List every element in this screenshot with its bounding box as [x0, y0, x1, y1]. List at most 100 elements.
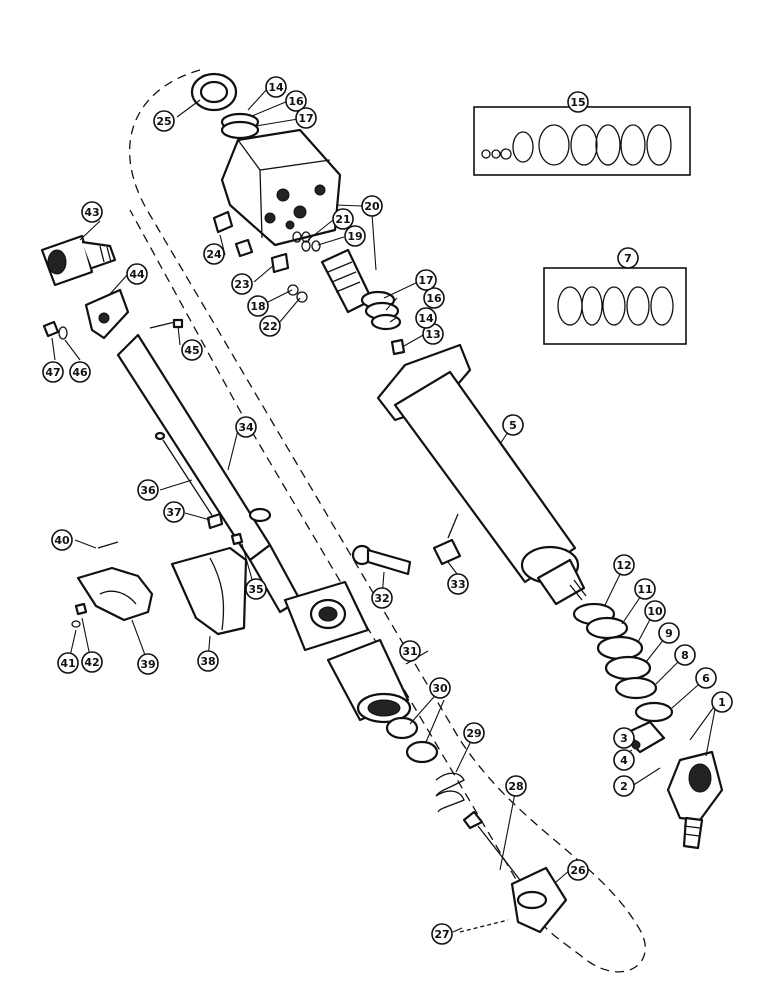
callout-number: 11 [637, 583, 652, 596]
callout-40: 40 [51, 529, 73, 551]
seal-kit-box-15 [473, 106, 691, 176]
end-plug [459, 866, 568, 934]
cylinder-barrel [376, 343, 587, 606]
callout-number: 25 [156, 115, 171, 128]
callout-17-lower: 17 [415, 269, 437, 291]
seal-kit-box-7 [543, 267, 687, 345]
callout-number: 45 [184, 344, 199, 357]
callout-number: 27 [434, 928, 449, 941]
callout-20: 20 [361, 195, 383, 217]
callout-16-lower: 16 [423, 287, 445, 309]
callout-number: 47 [45, 366, 60, 379]
callout-3: 3 [613, 727, 635, 749]
callout-number: 29 [466, 727, 481, 740]
valve-housing [190, 72, 342, 247]
callout-26: 26 [567, 859, 589, 881]
rod-end-assembly [620, 720, 724, 850]
leader-lines [51, 87, 717, 933]
callout-35: 35 [245, 578, 267, 600]
callout-number: 34 [238, 421, 254, 434]
callout-29: 29 [463, 722, 485, 744]
callout-18: 18 [247, 295, 269, 317]
sleeve-tube [326, 638, 412, 724]
callout-30: 30 [429, 677, 451, 699]
callout-41: 41 [57, 652, 79, 674]
callout-37: 37 [163, 501, 185, 523]
callout-number: 16 [288, 95, 304, 108]
callout-15: 15 [567, 91, 589, 113]
callout-number: 10 [647, 605, 663, 618]
callout-44: 44 [126, 263, 148, 285]
callout-number: 39 [140, 658, 155, 671]
clamp-halves [71, 541, 248, 636]
callout-number: 5 [509, 419, 517, 432]
callout-number: 38 [200, 655, 215, 668]
piston-seal-stack [572, 602, 674, 723]
callout-4: 4 [613, 749, 635, 771]
callout-1: 1 [711, 691, 733, 713]
callout-17-top: 17 [295, 107, 317, 129]
callout-23: 23 [231, 273, 253, 295]
small-valve-parts [212, 210, 321, 303]
callout-number: 6 [702, 672, 710, 685]
callout-number: 1 [718, 696, 726, 709]
tie-bolt-and-hardware [149, 318, 244, 546]
callout-number: 2 [620, 780, 628, 793]
callout-number: 35 [248, 583, 263, 596]
callout-5: 5 [502, 414, 524, 436]
nut-and-washer [42, 320, 68, 340]
callout-47: 47 [42, 361, 64, 383]
callout-number: 17 [298, 112, 313, 125]
callout-11: 11 [634, 578, 656, 600]
callout-number: 17 [418, 274, 433, 287]
ball-socket-end [40, 234, 117, 287]
callout-number: 30 [432, 682, 448, 695]
callout-45: 45 [181, 339, 203, 361]
callout-42: 42 [81, 651, 103, 673]
callout-number: 40 [54, 534, 70, 547]
callout-number: 32 [374, 592, 389, 605]
callout-16-top: 16 [285, 90, 307, 112]
callout-number: 14 [268, 81, 284, 94]
spring-seats [385, 716, 439, 764]
callout-33: 33 [447, 573, 469, 595]
callout-27: 27 [431, 923, 453, 945]
callout-number: 15 [570, 96, 585, 109]
callout-number: 4 [620, 754, 628, 767]
callout-39: 39 [137, 653, 159, 675]
callout-number: 8 [681, 649, 689, 662]
callout-number: 20 [364, 200, 380, 213]
callout-25: 25 [153, 110, 175, 132]
callout-32: 32 [371, 587, 393, 609]
adjusting-rod [462, 810, 521, 881]
callout-36: 36 [137, 479, 159, 501]
callout-number: 44 [129, 268, 145, 281]
callout-number: 16 [426, 292, 442, 305]
callout-number: 23 [234, 278, 249, 291]
callout-number: 33 [450, 578, 465, 591]
callout-14-top: 14 [265, 76, 287, 98]
callout-number: 12 [616, 559, 631, 572]
callout-number: 22 [262, 320, 277, 333]
callout-number: 13 [425, 328, 440, 341]
callout-13: 13 [422, 323, 444, 345]
callout-number: 36 [140, 484, 156, 497]
callout-21: 21 [332, 208, 354, 230]
callout-9: 9 [658, 622, 680, 644]
callout-43: 43 [81, 201, 103, 223]
callout-number: 42 [84, 656, 99, 669]
callout-14-lower: 14 [415, 307, 437, 329]
callout-46: 46 [69, 361, 91, 383]
callout-12: 12 [613, 554, 635, 576]
callout-number: 26 [570, 864, 586, 877]
spool-valve [320, 248, 406, 356]
callout-38: 38 [197, 650, 219, 672]
callout-6: 6 [695, 667, 717, 689]
clamp-bracket [84, 288, 130, 340]
callout-10: 10 [644, 600, 666, 622]
callout-number: 21 [335, 213, 350, 226]
dashed-boundary [128, 69, 646, 973]
callout-8: 8 [674, 644, 696, 666]
